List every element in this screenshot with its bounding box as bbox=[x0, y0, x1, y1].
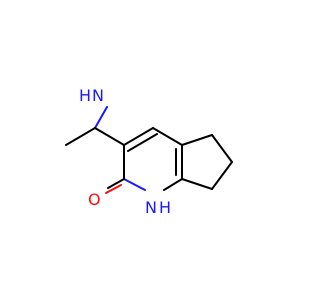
bond-ch-to-c3 bbox=[94, 127, 125, 146]
bond-c4-to-c4a bbox=[152, 127, 183, 146]
bonds bbox=[65, 106, 233, 194]
bond-c3-to-c4-single bbox=[123, 127, 154, 146]
molecule-diagram: H N H2 N H O bbox=[65, 86, 233, 217]
bond-c2-to-o-double bbox=[105, 184, 122, 194]
bond-c2-to-o-single bbox=[107, 178, 125, 189]
bond-c6-to-c7 bbox=[211, 161, 233, 190]
oxygen-label: O bbox=[88, 190, 101, 209]
bond-n1-to-c2 bbox=[123, 178, 146, 191]
bond-c3-to-c4-double bbox=[127, 133, 158, 152]
bond-c7-to-c7a bbox=[181, 178, 213, 190]
bond-c5-to-c6 bbox=[211, 134, 233, 163]
molecule-structure: H N H2 N H O bbox=[65, 86, 233, 217]
ring-n-label: N bbox=[145, 198, 157, 217]
ring-h-label: H bbox=[159, 198, 171, 217]
bond-c4a-to-c5 bbox=[181, 134, 213, 146]
bond-c7a-to-n1 bbox=[163, 178, 183, 191]
atom-labels: H N H2 N H O bbox=[79, 86, 171, 217]
amine-h-label: H bbox=[79, 86, 91, 105]
bond-ch-to-methyl bbox=[65, 127, 96, 146]
amine-n-label: N bbox=[92, 86, 104, 105]
bond-n-to-ch bbox=[94, 106, 108, 129]
